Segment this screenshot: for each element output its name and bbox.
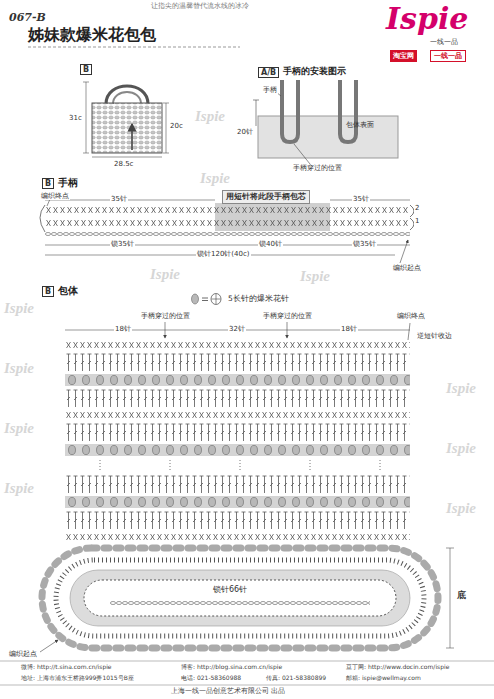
section-title: 手柄: [58, 176, 78, 190]
section-letter: B: [80, 64, 92, 75]
chart-label: 底: [456, 590, 467, 600]
chart-label: 锁针120针(40c): [196, 250, 251, 258]
footer-text: 博客: http://blog.sina.com.cn/ispie: [180, 664, 283, 671]
node-text: 一线一品: [430, 50, 466, 62]
chart-label: 包体表面: [346, 121, 374, 129]
page-title: 姊妹款爆米花包包: [28, 26, 156, 44]
watermark: Ispie: [446, 500, 476, 517]
chart-label: 18针: [340, 325, 358, 333]
section-heading: A/B 手柄的安装图示: [258, 66, 346, 78]
node-text: 淘宝网: [390, 50, 417, 62]
chart-label: 手柄: [262, 86, 278, 94]
chart-label: 35针: [352, 195, 370, 203]
chart-label: 20针: [236, 128, 254, 136]
header-text: 一线一品: [430, 38, 458, 46]
legend-text: 5长针的爆米花针: [228, 294, 289, 304]
legend-row: 5长针的爆米花针: [190, 293, 289, 305]
chart-label: 手柄穿过的位置: [262, 312, 313, 320]
section-heading: B: [80, 64, 92, 75]
section-heading: B 包体: [42, 284, 78, 298]
logo-box: 淘宝网: [390, 50, 417, 62]
chart-label: 编织起点: [392, 264, 422, 272]
watermark: Ispie: [200, 170, 230, 187]
watermark: Ispie: [300, 268, 330, 285]
header-text: Ispie: [386, 2, 468, 37]
watermark: Ispie: [4, 300, 34, 317]
watermark: Ispie: [446, 440, 476, 457]
chart-label: 1: [414, 217, 420, 225]
chart-label: 手柄穿过的位置: [292, 164, 343, 172]
header-text: 让指尖的温馨替代流水线的冰冷: [150, 2, 250, 10]
watermark: Ispie: [446, 380, 476, 397]
node-text: 用短针将此段手柄包芯: [222, 190, 310, 204]
chart-label: 编织终点: [40, 192, 70, 200]
footer-text: 地址: 上海市浦东王桥路999弄1015号B座: [20, 675, 135, 682]
chart-label: 28.5c: [113, 160, 134, 168]
chart-label: 逆短针收边: [416, 332, 453, 340]
watermark: Ispie: [150, 266, 180, 283]
header-text: 067-B: [8, 12, 47, 25]
logo-box: 一线一品: [430, 50, 466, 62]
chart-label: 2: [414, 204, 420, 212]
stitch-band: 用短针将此段手柄包芯: [222, 190, 310, 204]
section-letter: B: [42, 286, 54, 297]
section-heading: B 手柄: [42, 176, 78, 190]
section-letter: A/B: [258, 67, 279, 78]
watermark: Ispie: [4, 360, 34, 377]
watermark: Ispie: [4, 420, 34, 437]
chart-label: 31c: [68, 114, 83, 122]
chart-label: 35针: [110, 195, 128, 203]
popcorn-symbol: [190, 293, 224, 305]
section-title: 包体: [58, 284, 78, 298]
chart-label: 编织起点: [8, 650, 38, 658]
chart-label: 18针: [114, 325, 132, 333]
footer-text: 传真: 021-58380899: [265, 675, 327, 682]
chart-label: 锁35针: [110, 240, 135, 248]
watermark: Ispie: [4, 480, 34, 497]
footer-text: 上海一线一品创意艺术有限公司 出品: [170, 688, 286, 695]
chart-label: 锁35针: [352, 240, 377, 248]
footer-text: 电话: 021-58360988: [180, 675, 242, 682]
footer-text: 邮箱: ispie@wellmay.com: [345, 675, 422, 682]
chart-label: 20c: [169, 122, 184, 130]
chart-label: 编织终点: [396, 312, 426, 320]
footer-text: 豆丁网: http://www.docin.com/ispie: [345, 664, 450, 671]
chart-label: 锁40针: [258, 240, 283, 248]
chart-label: 手柄穿过的位置: [140, 312, 191, 320]
footer-text: 微博: http://t.sina.com.cn/ispie: [20, 664, 113, 671]
chart-label: 锁针66针: [212, 585, 248, 594]
section-title: 手柄的安装图示: [283, 66, 346, 78]
watermark: Ispie: [195, 108, 225, 125]
section-letter: B: [42, 178, 54, 189]
chart-label: 32针: [228, 325, 246, 333]
